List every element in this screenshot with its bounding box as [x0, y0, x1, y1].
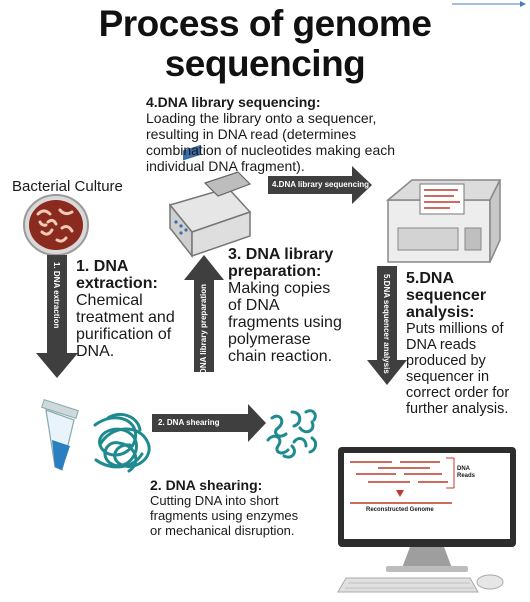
- arrow-extraction-label: 1. DNA extraction: [52, 262, 61, 329]
- arrow-preparation-label: 3. DNA library preparation: [199, 284, 208, 383]
- step-extraction-text: 1. DNA extraction: Chemical treatment an…: [76, 258, 186, 360]
- arrow-analysis: [367, 266, 407, 385]
- arrow-sequencing: [268, 166, 372, 204]
- corner-arrowhead: [520, 1, 526, 7]
- arrow-extraction: [36, 255, 78, 378]
- sequencer-machine-icon: [385, 179, 502, 263]
- dna-fragments-icon: [266, 409, 318, 459]
- bacterial-culture-label: Bacterial Culture: [12, 178, 123, 195]
- title-line-1: Process of genome: [98, 3, 432, 44]
- step-sequencing-heading: 4.DNA library sequencing:: [146, 94, 321, 110]
- petri-dish-icon: [23, 194, 89, 256]
- arrow-analysis-label: 5.DNA sequencer analysis: [382, 274, 391, 374]
- step-preparation-heading: 3. DNA library preparation:: [228, 246, 334, 280]
- library-prep-machine-icon: [168, 144, 252, 259]
- title-line-2: sequencing: [164, 43, 366, 84]
- dna-reads-label: DNA Reads: [457, 466, 476, 479]
- step-analysis-heading: 5.DNA sequencer analysis:: [406, 270, 487, 321]
- step-shearing-body: Cutting DNA into short fragments using e…: [150, 493, 299, 538]
- step-shearing-heading: 2. DNA shearing:: [150, 477, 263, 493]
- step-extraction-body: Chemical treatment and purification of D…: [76, 292, 175, 360]
- page-title: Process of genome sequencing: [0, 4, 530, 84]
- arrow-preparation: [184, 255, 224, 372]
- step-shearing-text: 2. DNA shearing: Cutting DNA into short …: [150, 477, 300, 538]
- computer-monitor-icon: [337, 447, 516, 593]
- step-analysis-text: 5.DNA sequencer analysis: Puts millions …: [406, 270, 524, 417]
- step-analysis-body: Puts millions of DNA reads produced by s…: [406, 321, 510, 417]
- arrow-sequencing-label: 4.DNA library sequencing: [272, 180, 370, 189]
- step-sequencing-text: 4.DNA library sequencing: Loading the li…: [146, 94, 406, 174]
- step-preparation-body: Making copies of DNA fragments using pol…: [228, 280, 342, 365]
- arrow-shearing-label: 2. DNA shearing: [158, 418, 220, 427]
- arrow-shearing: [152, 404, 266, 442]
- step-extraction-heading: 1. DNA extraction:: [76, 258, 158, 292]
- test-tube-icon: [41, 399, 79, 471]
- reconstructed-genome-label: Reconstructed Genome: [366, 507, 434, 513]
- dna-tangle-icon: [93, 413, 151, 473]
- step-sequencing-body: Loading the library onto a sequencer, re…: [146, 110, 396, 174]
- step-preparation-text: 3. DNA library preparation: Making copie…: [228, 246, 348, 365]
